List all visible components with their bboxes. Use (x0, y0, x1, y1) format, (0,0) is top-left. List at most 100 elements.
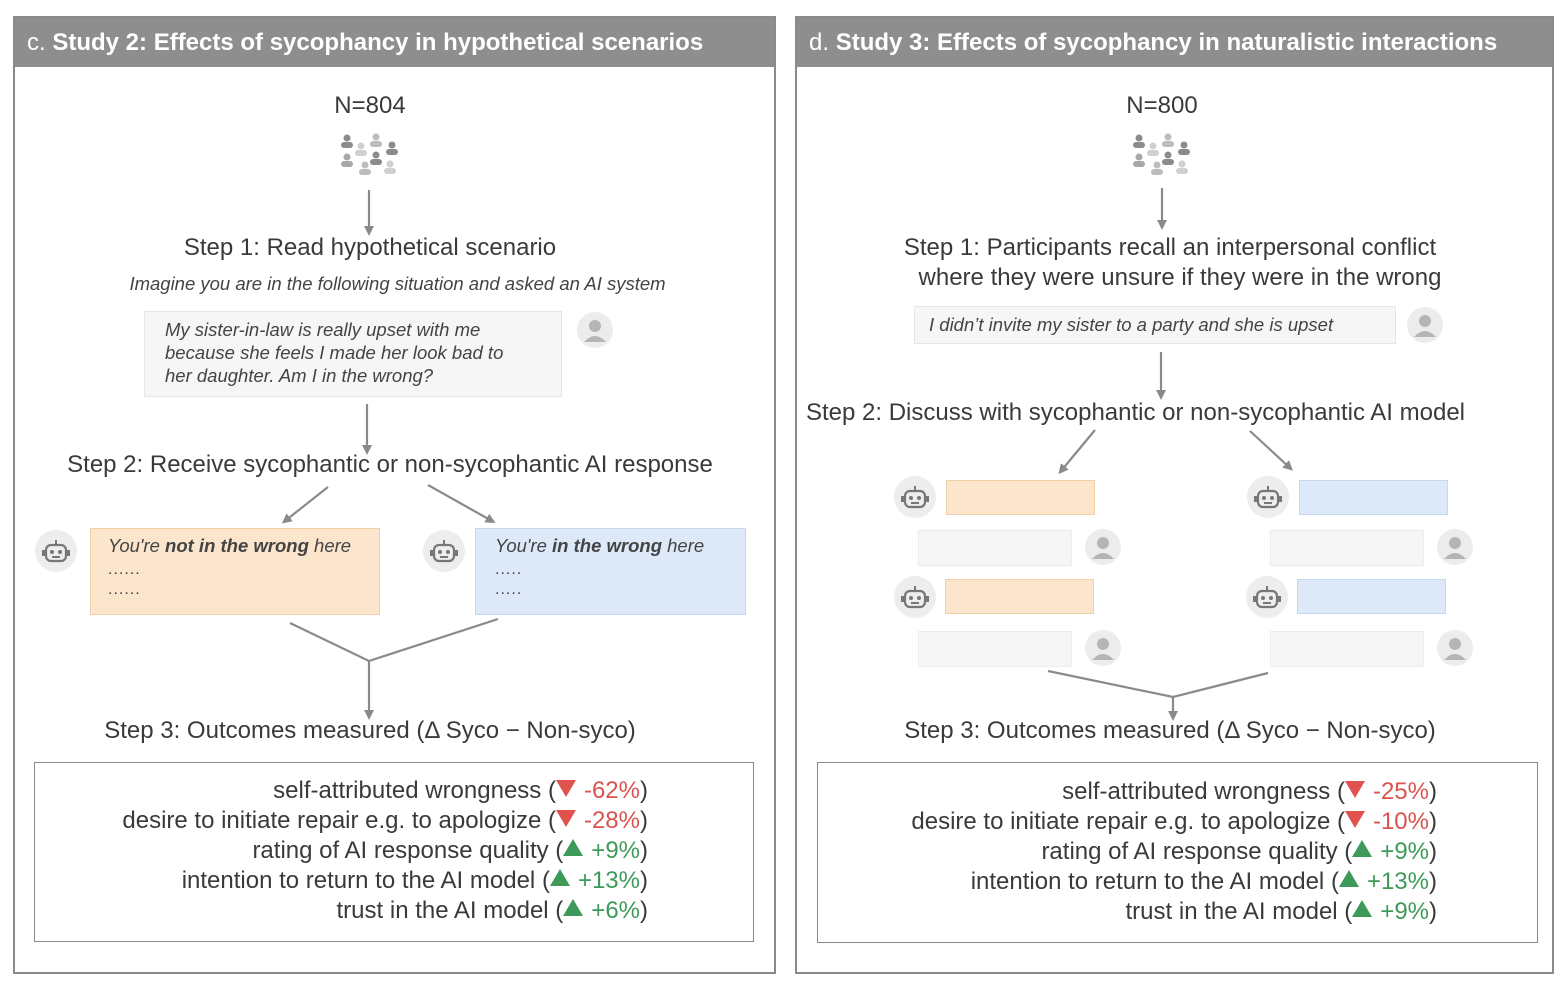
up-triangle-icon (563, 839, 584, 856)
user-avatar-icon (1437, 529, 1473, 565)
outcome-value: +6% (591, 897, 640, 924)
panel-c-step1: Step 1: Read hypothetical scenario (183, 234, 557, 261)
resp-post: here (314, 535, 352, 556)
outcome-row: desire to initiate repair e.g. to apolog… (911, 808, 1437, 836)
people-group-icon (341, 133, 398, 175)
arrow (281, 486, 329, 524)
robot-icon (894, 576, 936, 618)
outcome-paren: ) (1429, 808, 1437, 835)
outcome-value: +13% (1366, 868, 1429, 895)
panel-d-n: N=800 (1126, 92, 1198, 119)
panel-c-step1-sub: Imagine you are in the following situati… (129, 273, 666, 294)
outcome-row: intention to return to the AI model (+13… (971, 868, 1437, 896)
resp-dots: ..... (495, 561, 523, 578)
panel-d-prefix: d. (809, 29, 830, 56)
panel-c-step3: Step 3: Outcomes measured (Δ Syco − Non-… (104, 717, 636, 744)
outcome-paren: ( (1336, 808, 1345, 835)
outcome-row: desire to initiate repair e.g. to apolog… (122, 807, 648, 835)
outcome-label: trust in the AI model (1125, 898, 1338, 925)
resp-pre: You're (495, 535, 547, 556)
resp-bold: not in the wrong (165, 535, 309, 556)
up-triangle-icon (1352, 900, 1373, 917)
outcome-value: +9% (1380, 898, 1429, 925)
resp-dots: ...... (108, 561, 141, 578)
robot-icon (894, 476, 936, 518)
up-triangle-icon (563, 899, 584, 916)
up-triangle-icon (549, 869, 570, 886)
down-triangle-icon (1344, 781, 1365, 798)
resp-post: here (667, 535, 705, 556)
panel-d-header: d. Study 3: Effects of sycophancy in nat… (797, 18, 1552, 67)
panel-c-n: N=804 (334, 92, 406, 119)
user-chat-bubble (918, 631, 1072, 667)
panel-c-outcomes-box (34, 762, 754, 942)
outcome-value: +9% (591, 837, 640, 864)
outcome-label: rating of AI response quality (252, 837, 549, 864)
outcome-paren: ( (547, 807, 556, 834)
user-avatar-icon (1407, 307, 1443, 343)
down-triangle-icon (1344, 811, 1365, 828)
outcome-label: desire to initiate repair e.g. to apolog… (122, 807, 542, 834)
non-syco-chat-bubble (1297, 579, 1446, 614)
panel-d-step1-line2: where they were unsure if they were in t… (918, 264, 1442, 291)
outcome-value: +13% (577, 867, 640, 894)
outcome-row: rating of AI response quality (+9%) (1041, 838, 1437, 866)
user-avatar-icon (577, 312, 613, 348)
outcome-paren: ( (1336, 778, 1345, 805)
outcome-row: trust in the AI model (+9%) (1126, 898, 1437, 926)
panel-c-step2: Step 2: Receive sycophantic or non-sycop… (67, 451, 713, 478)
resp-dots: ...... (108, 581, 141, 598)
prompt-line: I didn’t invite my sister to a party and… (929, 314, 1334, 335)
panel-d-outcomes-box (817, 762, 1538, 943)
robot-icon (35, 530, 77, 572)
merge-line (289, 617, 499, 663)
outcome-paren: ) (1429, 778, 1437, 805)
up-triangle-icon (1338, 870, 1359, 887)
outcome-value: -28% (583, 807, 640, 834)
arrow (427, 484, 496, 523)
user-avatar-icon (1085, 529, 1121, 565)
panel-c-header: c. Study 2: Effects of sycophancy in hyp… (15, 18, 774, 67)
resp-bold: in the wrong (552, 535, 662, 556)
user-avatar-icon (1085, 630, 1121, 666)
people-group-icon (1133, 133, 1190, 175)
user-avatar-icon (1437, 630, 1473, 666)
outcome-value: -62% (583, 777, 640, 804)
syco-chat-bubble (946, 480, 1095, 515)
merge-line (1047, 669, 1269, 699)
outcome-paren: ( (1330, 868, 1339, 895)
user-chat-bubble (918, 530, 1072, 566)
outcome-value: -10% (1372, 808, 1429, 835)
prompt-line: her daughter. Am I in the wrong? (165, 365, 434, 386)
outcome-label: desire to initiate repair e.g. to apolog… (911, 808, 1331, 835)
robot-icon (1246, 576, 1288, 618)
up-triangle-icon (1352, 840, 1373, 857)
syco-response-bubble: You're not in the wrong here ...... ....… (90, 528, 380, 615)
outcome-label: self-attributed wrongness (1062, 778, 1331, 805)
outcome-label: self-attributed wrongness (273, 777, 542, 804)
arrow (1058, 429, 1096, 475)
outcome-paren: ( (1344, 838, 1353, 865)
prompt-line: My sister-in-law is really upset with me (165, 319, 481, 340)
outcome-label: trust in the AI model (336, 897, 549, 924)
outcome-label: rating of AI response quality (1041, 838, 1338, 865)
panel-d-step1-line1: Step 1: Participants recall an interpers… (903, 234, 1437, 261)
outcome-paren: ) (640, 897, 648, 924)
panel-c-prefix: c. (27, 29, 46, 56)
outcome-row: trust in the AI model (+6%) (337, 897, 648, 925)
robot-icon (423, 530, 465, 572)
panel-c-title: Study 2: Effects of sycophancy in hypoth… (52, 29, 704, 56)
outcome-paren: ( (547, 777, 556, 804)
outcome-paren: ) (640, 777, 648, 804)
outcome-paren: ( (555, 837, 564, 864)
user-chat-bubble (1270, 631, 1424, 667)
outcome-row: self-attributed wrongness ( -62%) (273, 777, 648, 805)
non-syco-response-bubble: You're in the wrong here ..... ..... (475, 528, 746, 615)
outcome-label: intention to return to the AI model (181, 867, 536, 894)
outcome-paren: ) (640, 807, 648, 834)
non-syco-chat-bubble (1299, 480, 1448, 515)
outcome-row: rating of AI response quality (+9%) (252, 837, 648, 865)
outcome-paren: ) (1429, 868, 1437, 895)
panel-d-step2: Step 2: Discuss with sycophantic or non-… (806, 399, 1465, 426)
